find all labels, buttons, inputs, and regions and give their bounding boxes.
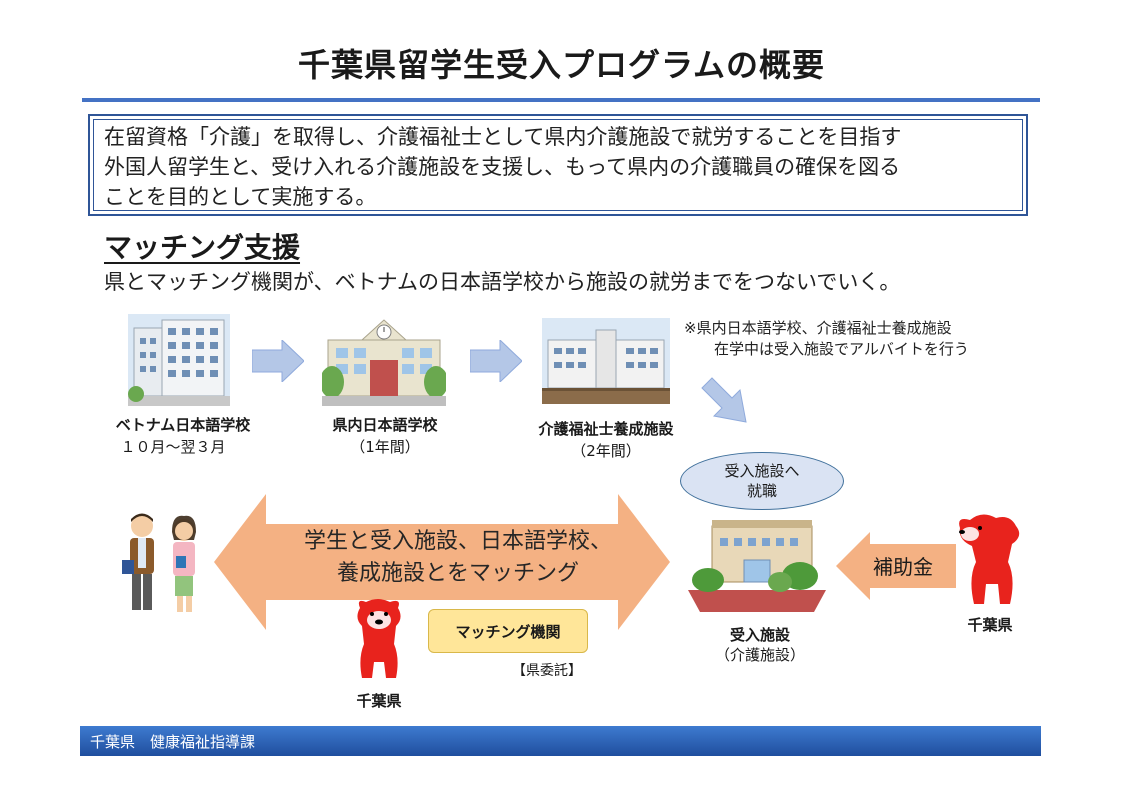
subsidy-arrow-icon <box>836 532 956 600</box>
title-underline <box>82 98 1040 102</box>
bubble-line: 就職 <box>746 482 777 500</box>
intro-text: 在留資格「介護」を取得し、介護福祉士として県内介護施設で就労することを目指す 外… <box>104 122 1016 212</box>
diagonal-arrow-icon <box>701 377 747 423</box>
intro-box: 在留資格「介護」を取得し、介護福祉士として県内介護施設で就労することを目指す 外… <box>88 114 1028 216</box>
facility-sub: （介護施設） <box>714 646 805 664</box>
receiving-facility-building-icon <box>688 520 826 612</box>
subsidy-label: 補助金 <box>873 555 933 579</box>
prefecture-label-center: 千葉県 <box>356 692 402 710</box>
flow-step-label: 介護福祉士養成施設 <box>538 420 674 438</box>
prefecture-school-building-icon <box>322 314 446 406</box>
part-time-note: ※県内日本語学校、介護福祉士養成施設 在学中は受入施設でアルバイトを行う <box>684 318 969 360</box>
vietnam-school-building-icon <box>128 314 230 406</box>
flow-step-label: 県内日本語学校 <box>332 416 438 434</box>
flow-arrow-icon <box>470 340 522 382</box>
matching-arrow-text: 学生と受入施設、日本語学校、 養成施設とをマッチング <box>268 526 648 590</box>
chiba-kun-mascot-icon <box>357 599 401 678</box>
intro-line: ことを目的として実施する。 <box>104 185 377 209</box>
page-title: 千葉県留学生受入プログラムの概要 <box>297 46 826 84</box>
matching-arrow-line: 養成施設とをマッチング <box>336 561 579 586</box>
intro-line: 在留資格「介護」を取得し、介護福祉士として県内介護施設で就労することを目指す <box>104 125 902 149</box>
students-icon <box>122 513 196 612</box>
employment-bubble: 受入施設へ 就職 <box>680 452 844 510</box>
flow-step-sub: １０月～翌３月 <box>120 438 226 456</box>
footer-bar: 千葉県 健康福祉指導課 <box>80 726 1041 756</box>
prefecture-label-right: 千葉県 <box>967 616 1013 634</box>
facility-label: 受入施設 <box>729 626 790 644</box>
chiba-kun-mascot-right-icon <box>959 514 1020 604</box>
prefecture-commission-note: 【県委託】 <box>512 663 582 679</box>
section-description: 県とマッチング機関が、ベトナムの日本語学校から施設の就労までをつないでいく。 <box>104 270 901 294</box>
footer-text: 千葉県 健康福祉指導課 <box>90 733 256 751</box>
intro-box-inner-border <box>93 119 1023 211</box>
flow-step-label: ベトナム日本語学校 <box>115 416 251 434</box>
training-facility-building-icon <box>542 318 670 404</box>
bubble-line: 受入施設へ <box>724 462 800 480</box>
flow-step-sub: （1年間） <box>350 438 420 456</box>
note-line: 在学中は受入施設でアルバイトを行う <box>714 340 969 358</box>
flow-step-sub: （2年間） <box>571 442 641 460</box>
note-line: ※県内日本語学校、介護福祉士養成施設 <box>684 319 952 337</box>
matching-double-arrow-icon <box>214 494 670 630</box>
flow-arrow-icon <box>252 340 304 382</box>
matching-arrow-line: 学生と受入施設、日本語学校、 <box>303 529 612 554</box>
intro-line: 外国人留学生と、受け入れる介護施設を支援し、もって県内の介護職員の確保を図る <box>104 155 901 179</box>
section-heading: マッチング支援 <box>104 231 301 264</box>
matching-organization-box: マッチング機関 <box>428 609 588 653</box>
